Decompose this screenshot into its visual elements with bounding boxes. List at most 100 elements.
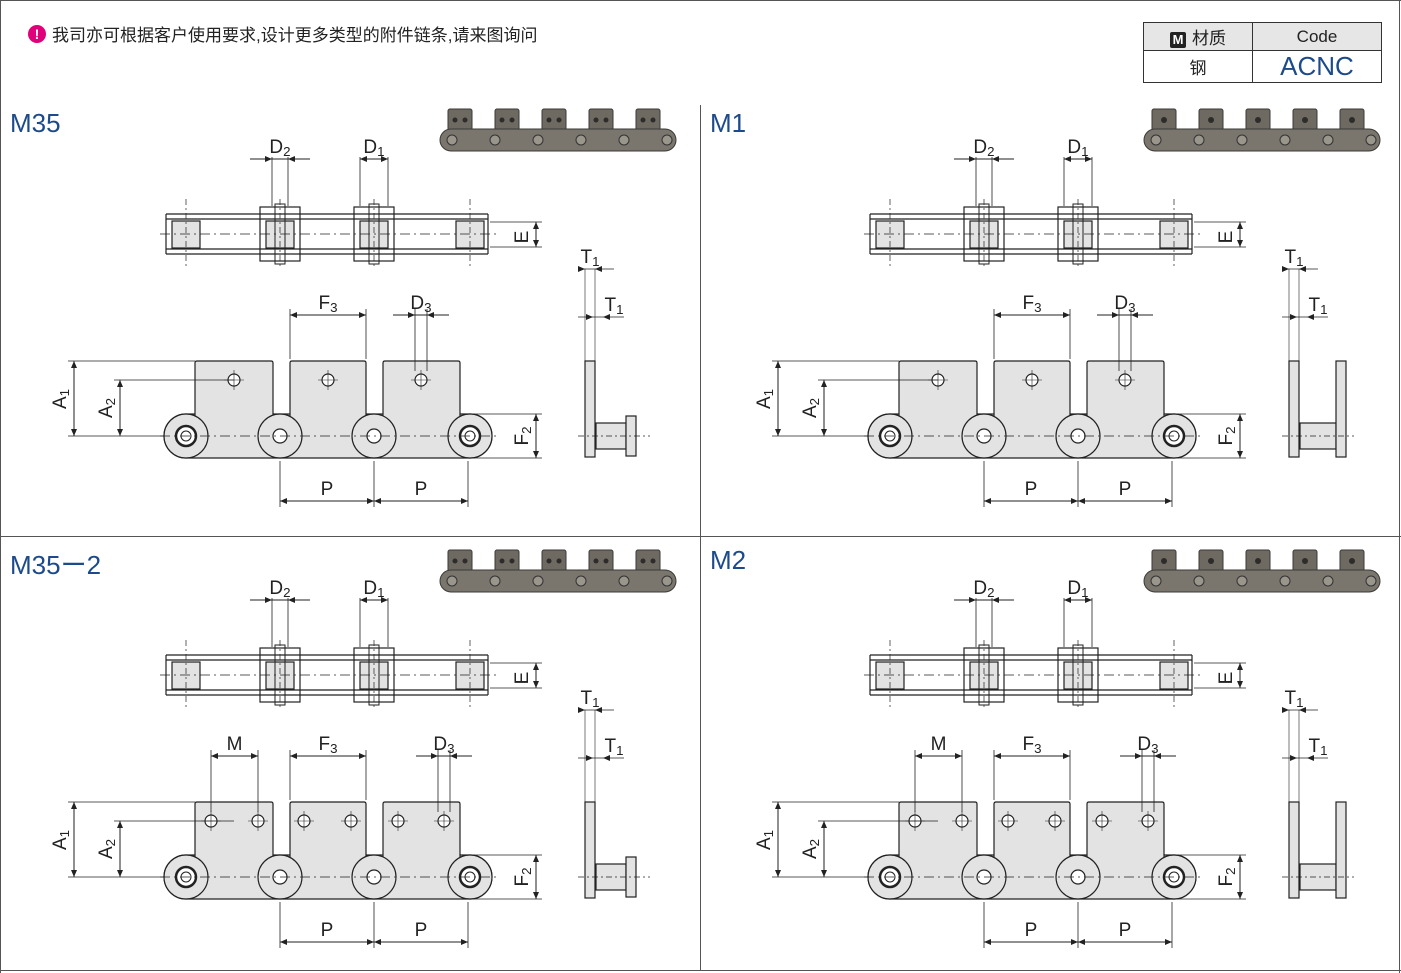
dimension-label: F2 bbox=[512, 867, 534, 886]
dimension-label: F3 bbox=[318, 734, 337, 756]
arrowhead bbox=[603, 314, 610, 320]
chain-photo-hole bbox=[1302, 558, 1308, 564]
arrowhead bbox=[1237, 414, 1243, 421]
arrowhead bbox=[360, 597, 367, 603]
arrowhead bbox=[431, 753, 438, 759]
arrowhead bbox=[1112, 312, 1119, 318]
dimension-label: D2 bbox=[269, 578, 290, 600]
dimension-label: D2 bbox=[269, 137, 290, 159]
arrowhead bbox=[915, 753, 922, 759]
chain-photo-pin bbox=[1279, 575, 1291, 587]
arrowhead bbox=[775, 361, 781, 368]
arrowhead bbox=[381, 156, 388, 162]
chain-photo-pin bbox=[1322, 134, 1334, 146]
panel-title-m35: M35 bbox=[10, 108, 61, 138]
dimension-label: E bbox=[1216, 672, 1237, 685]
dimension-label: E bbox=[1216, 231, 1237, 244]
arrowhead bbox=[1237, 451, 1243, 458]
arrowhead bbox=[984, 939, 991, 945]
chain-photo-hole bbox=[603, 117, 609, 123]
dimension-label: E bbox=[512, 672, 533, 685]
dimension-label: D3 bbox=[433, 734, 454, 756]
arrowhead bbox=[288, 597, 295, 603]
arrowhead bbox=[461, 939, 468, 945]
panel-title-m1: M1 bbox=[710, 108, 747, 138]
arrowhead bbox=[994, 753, 1001, 759]
arrowhead bbox=[1064, 597, 1071, 603]
chain-photo-hole bbox=[556, 558, 562, 564]
roller bbox=[359, 220, 389, 249]
arrowhead bbox=[461, 498, 468, 504]
arrowhead bbox=[408, 312, 415, 318]
chain-photo-hole bbox=[546, 558, 552, 564]
dimension-label: D3 bbox=[1137, 734, 1158, 756]
arrowhead bbox=[117, 821, 123, 828]
arrowhead bbox=[1282, 266, 1289, 272]
chain-photo-hole bbox=[499, 558, 505, 564]
dimension-label: M bbox=[227, 734, 243, 755]
end-plate bbox=[1288, 801, 1300, 899]
chain-photo-pin bbox=[446, 134, 458, 146]
chain-photo-hole bbox=[1349, 117, 1355, 123]
arrowhead bbox=[1071, 939, 1078, 945]
chain-photo-pin bbox=[1150, 134, 1162, 146]
dimension-label: P bbox=[321, 920, 334, 941]
arrowhead bbox=[1078, 498, 1085, 504]
arrowhead bbox=[578, 707, 585, 713]
chain-photo-hole bbox=[546, 117, 552, 123]
dimension-label: T1 bbox=[604, 295, 623, 317]
arrowhead bbox=[427, 312, 434, 318]
arrowhead bbox=[603, 755, 610, 761]
chain-photo-pin bbox=[1322, 575, 1334, 587]
dimension-label: T1 bbox=[1284, 247, 1303, 269]
panel-divider bbox=[700, 105, 701, 971]
chain-photo-body bbox=[1143, 569, 1381, 593]
arrowhead bbox=[117, 380, 123, 387]
chain-photo-hole bbox=[593, 117, 599, 123]
attachment-plate bbox=[382, 360, 461, 436]
end-plate bbox=[1335, 801, 1347, 899]
dimension-label: D2 bbox=[973, 578, 994, 600]
attachment-plate bbox=[1086, 801, 1165, 877]
chain-photo-hole bbox=[556, 117, 562, 123]
dimension-label: A1 bbox=[50, 830, 72, 850]
arrowhead bbox=[775, 429, 781, 436]
arrowhead bbox=[1154, 753, 1161, 759]
chain-photo-pin bbox=[1279, 134, 1291, 146]
arrowhead bbox=[290, 312, 297, 318]
arrowhead bbox=[775, 870, 781, 877]
roller bbox=[265, 220, 295, 249]
arrowhead bbox=[992, 156, 999, 162]
arrowhead bbox=[595, 266, 602, 272]
arrowhead bbox=[1131, 312, 1138, 318]
arrowhead bbox=[360, 156, 367, 162]
dimension-label: E bbox=[512, 231, 533, 244]
dimension-label: F3 bbox=[1022, 734, 1041, 756]
dimension-label: D1 bbox=[363, 578, 384, 600]
arrowhead bbox=[1078, 939, 1085, 945]
arrowhead bbox=[1237, 855, 1243, 862]
arrowhead bbox=[1307, 314, 1314, 320]
arrowhead bbox=[280, 498, 287, 504]
chain-photo-pin bbox=[618, 134, 630, 146]
chain-photo-pin bbox=[618, 575, 630, 587]
arrowhead bbox=[992, 597, 999, 603]
dimension-label: F2 bbox=[1216, 867, 1238, 886]
frame-border bbox=[0, 1, 1, 973]
dimension-label: T1 bbox=[580, 688, 599, 710]
arrowhead bbox=[1290, 755, 1297, 761]
dimension-label: P bbox=[1025, 479, 1038, 500]
arrowhead bbox=[374, 939, 381, 945]
chain-photo-hole bbox=[1255, 558, 1261, 564]
arrowhead bbox=[1237, 222, 1243, 229]
arrowhead bbox=[1299, 707, 1306, 713]
arrowhead bbox=[1165, 939, 1172, 945]
end-plate bbox=[584, 360, 596, 458]
arrowhead bbox=[578, 266, 585, 272]
end-plate bbox=[584, 801, 596, 899]
arrowhead bbox=[211, 753, 218, 759]
dimension-label: P bbox=[1119, 920, 1132, 941]
